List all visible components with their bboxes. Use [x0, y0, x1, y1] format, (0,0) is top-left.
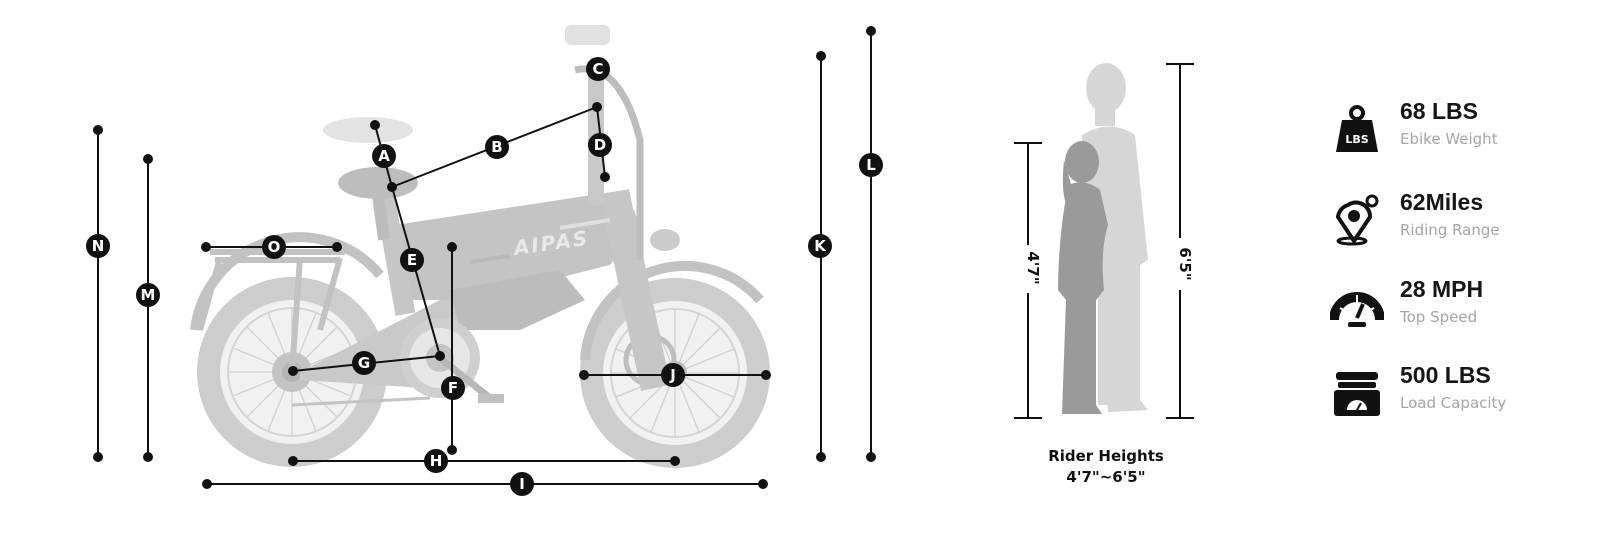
svg-text:LBS: LBS	[1345, 133, 1368, 146]
label-i-marker: I	[510, 472, 534, 496]
label-l-marker: L	[859, 153, 883, 177]
bike-silhouette: AIPAS	[190, 25, 770, 468]
spec-range-label: Riding Range	[1400, 221, 1500, 239]
short-rider-height: 4'7"	[1024, 251, 1042, 284]
label-n-marker: N	[86, 234, 110, 258]
rider-heights-title: Rider Heights	[1048, 447, 1164, 465]
spec-speed-value: 28 MPH	[1400, 276, 1484, 302]
svg-text:O: O	[268, 238, 281, 256]
svg-text:J: J	[669, 366, 676, 384]
label-c-marker: C	[586, 57, 610, 81]
label-d-marker: D	[588, 133, 612, 157]
svg-text:C: C	[592, 60, 603, 78]
svg-text:K: K	[814, 237, 827, 255]
svg-text:D: D	[594, 136, 606, 154]
spec-weight: LBS 68 LBS Ebike Weight	[1330, 98, 1580, 168]
spec-load-value: 500 LBS	[1400, 362, 1491, 388]
svg-text:F: F	[448, 379, 458, 397]
dimension-labels: A B C D E F G H I J K L M N O	[86, 57, 883, 496]
weight-icon: LBS	[1336, 105, 1378, 152]
svg-text:N: N	[92, 237, 105, 255]
svg-text:H: H	[430, 452, 443, 470]
svg-text:A: A	[378, 147, 390, 165]
spec-range-value: 62Miles	[1400, 189, 1484, 215]
location-pin-icon	[1335, 194, 1379, 246]
dimension-lines	[93, 26, 876, 489]
svg-text:B: B	[491, 138, 502, 156]
rear-rack	[197, 249, 345, 373]
label-b-marker: B	[485, 135, 509, 159]
label-a-marker: A	[372, 144, 396, 168]
label-j-marker: J	[661, 363, 685, 387]
svg-text:I: I	[519, 475, 525, 493]
label-m-marker: M	[136, 283, 160, 307]
svg-text:G: G	[358, 354, 370, 372]
spec-load: 500 LBS Load Capacity	[1330, 362, 1580, 432]
svg-text:E: E	[407, 251, 417, 269]
label-e-marker: E	[400, 248, 424, 272]
rear-wheel	[197, 277, 387, 467]
load-scale-icon	[1334, 372, 1380, 416]
rider-heights-range: 4'7"~6'5"	[1066, 468, 1145, 486]
spec-speed: 28 MPH Top Speed	[1330, 276, 1580, 346]
spec-weight-value: 68 LBS	[1400, 98, 1478, 124]
spec-range: 62Miles Riding Range	[1330, 189, 1580, 259]
label-g-marker: G	[352, 351, 376, 375]
tall-rider-height: 6'5"	[1176, 247, 1194, 280]
short-rider-silhouette	[1058, 141, 1108, 414]
spec-weight-label: Ebike Weight	[1400, 130, 1498, 148]
label-f-marker: F	[441, 376, 465, 400]
label-o-marker: O	[262, 235, 286, 259]
speedometer-icon	[1330, 292, 1384, 327]
label-h-marker: H	[424, 449, 448, 473]
svg-text:M: M	[141, 286, 156, 304]
label-k-marker: K	[808, 234, 832, 258]
bike-frame: AIPAS	[291, 25, 680, 407]
spec-load-label: Load Capacity	[1400, 394, 1507, 412]
svg-text:L: L	[866, 156, 876, 174]
rider-height-comparison: 4'7" 6'5" Rider Heights 4'7"~6'5"	[1014, 63, 1194, 486]
spec-speed-label: Top Speed	[1400, 308, 1478, 326]
